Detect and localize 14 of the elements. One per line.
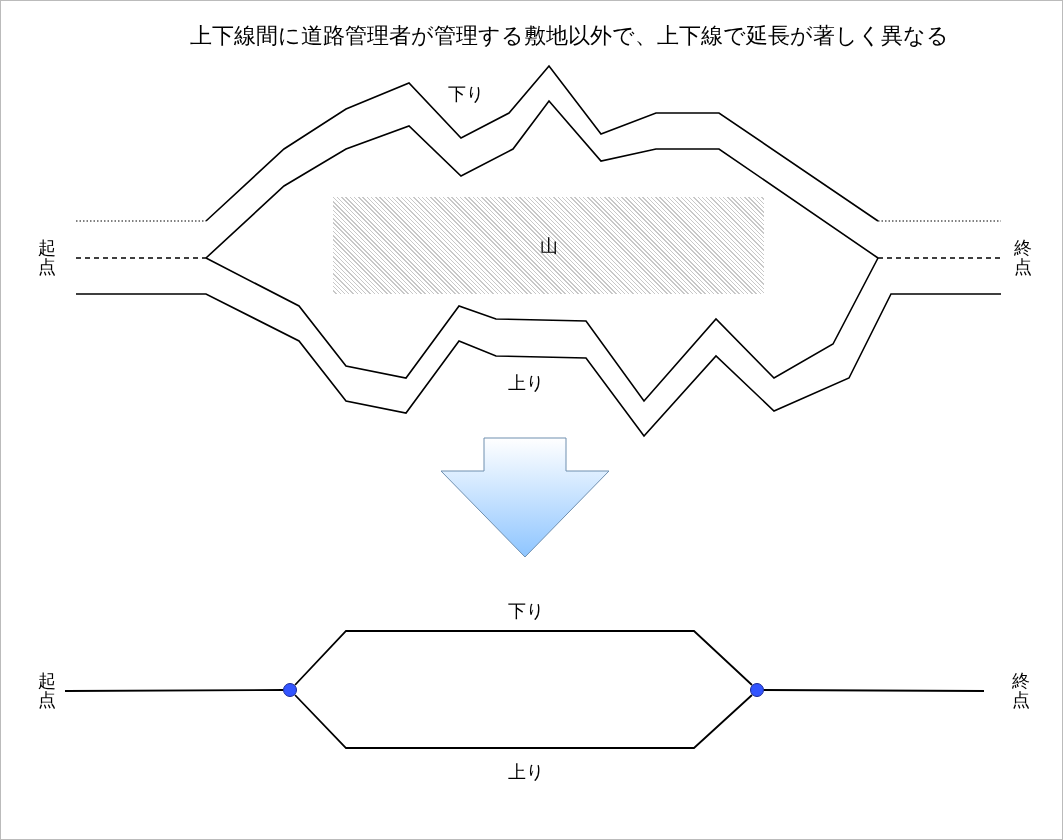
start-label: 起点 bbox=[37, 672, 57, 710]
junction-dot bbox=[283, 683, 297, 697]
junction-dot bbox=[750, 683, 764, 697]
diagram-title: 上下線間に道路管理者が管理する敷地以外で、上下線で延長が著しく異なる bbox=[189, 22, 949, 50]
end-label: 終点 bbox=[1011, 672, 1031, 710]
end-label: 終点 bbox=[1013, 239, 1033, 277]
road-line bbox=[294, 630, 753, 686]
road-label: 下り bbox=[448, 82, 484, 106]
start-label: 起点 bbox=[37, 239, 57, 277]
road-line bbox=[294, 694, 753, 749]
road-line bbox=[64, 689, 284, 692]
road-label: 上り bbox=[508, 371, 544, 395]
road-line bbox=[763, 689, 985, 692]
mountain-area: 山 bbox=[333, 197, 764, 294]
